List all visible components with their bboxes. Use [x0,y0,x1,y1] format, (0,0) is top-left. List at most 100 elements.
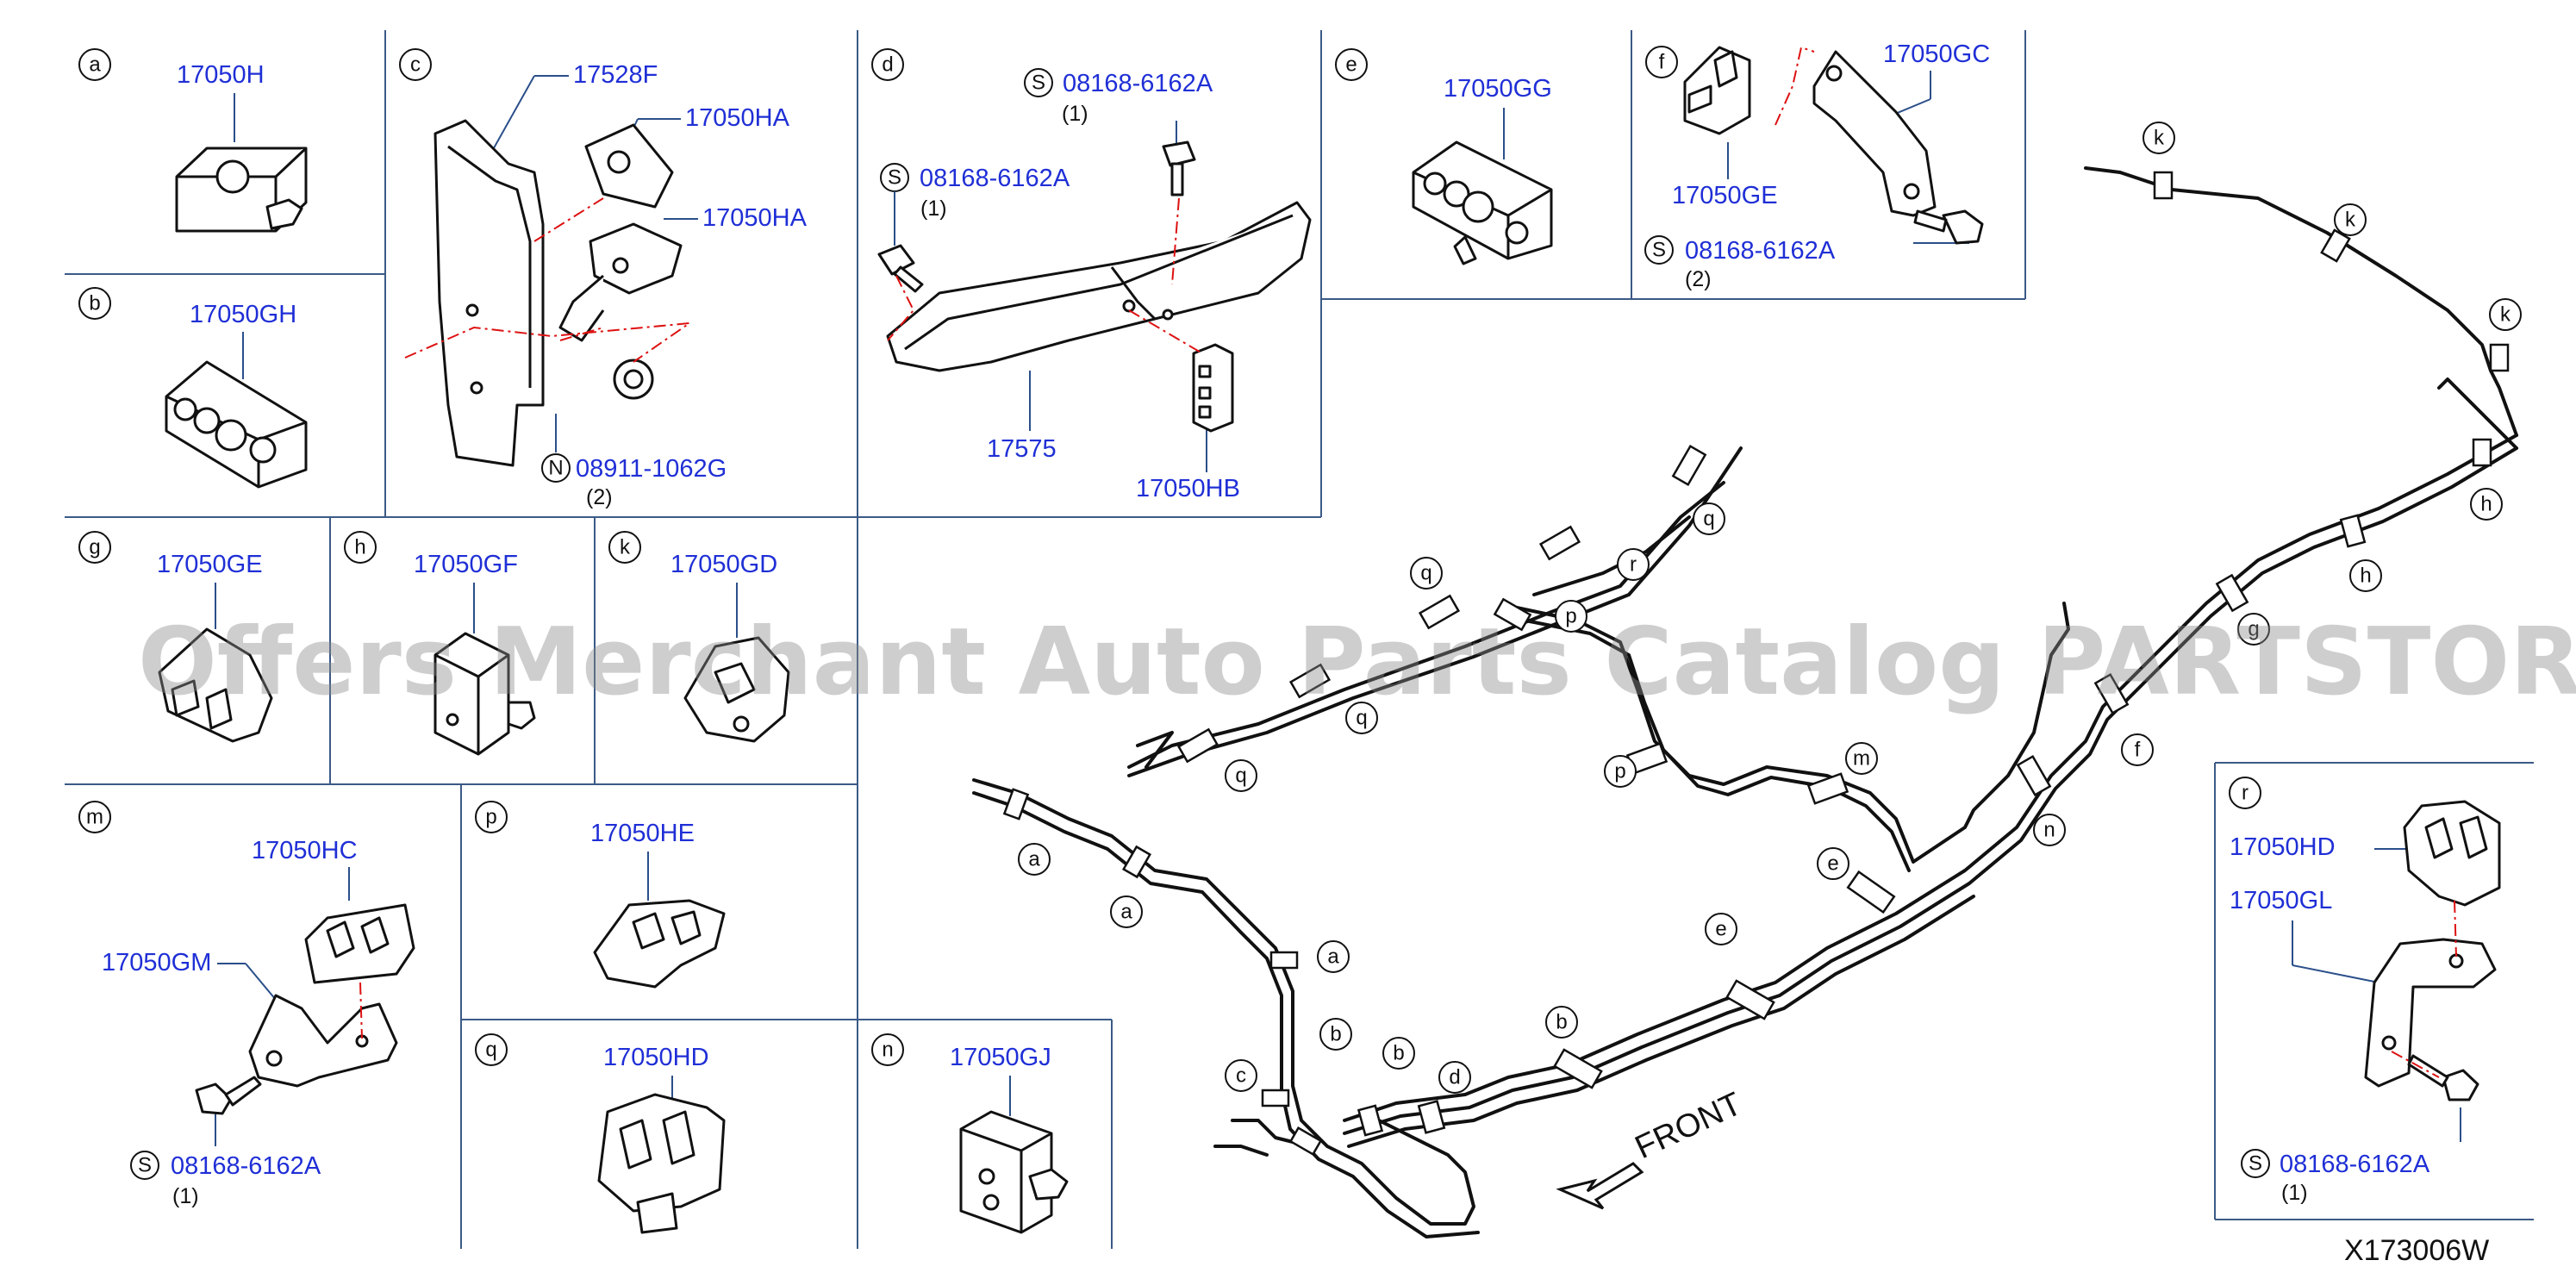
clip-17050ge-f-icon [1683,46,1751,135]
panel-m: m 17050HC 17050GM S 08168-6162A (1) [78,801,415,1208]
svg-text:(2): (2) [1685,267,1712,291]
panel-letter-circle [78,48,111,81]
svg-text:q: q [1420,562,1431,585]
panel-letter: a [89,53,101,77]
part-number: 08911-1062G [576,455,727,483]
nut-08911-icon [613,359,654,400]
svg-text:S: S [1032,72,1045,95]
watermark: Offers Merchant Auto Parts Catalog PARTS… [138,608,2576,716]
part-number: 08168-6162A [920,165,1070,192]
svg-text:q: q [485,1039,496,1062]
svg-text:k: k [2500,303,2511,327]
svg-text:(1): (1) [920,197,947,221]
panel-k: k 17050GD [608,531,790,743]
part-number: 17050GF [414,551,518,578]
panel-grid [65,30,2534,1249]
svg-text:S: S [1652,239,1666,262]
part-number: 17050GG [1444,75,1552,103]
panel-n: n 17050GJ [871,1033,1069,1234]
part-number: 17050GM [102,949,211,976]
svg-text:c: c [410,53,421,77]
clip-17050ge-icon [158,627,273,743]
panel-f: f 17050GC 17050GE S 08168-6162A (2) [1644,41,1990,291]
svg-text:b: b [1330,1023,1341,1046]
clip-17050gh-icon [165,360,308,489]
bracket-17050gl-icon [2364,938,2497,1088]
svg-text:a: a [1028,848,1040,871]
part-number: 17528F [573,61,658,89]
panel-p: p 17050HE [475,801,726,989]
diagram-code: X173006W [2344,1234,2489,1267]
part-number: 17050GE [1672,182,1778,209]
clip-17050ha-upper-icon [584,123,674,209]
clip-17050h-icon [175,147,308,233]
svg-text:N: N [548,457,563,480]
svg-text:q: q [1235,764,1246,788]
part-number: 17050GJ [950,1044,1051,1071]
part-number: 17050HE [590,820,695,847]
overview-callouts: k k k h h g f n e e b b b d c a a a m p … [1018,122,2522,1094]
svg-text:b: b [1393,1042,1404,1065]
part-number: 17050HD [2230,833,2336,861]
overview-clips [1002,171,2510,1157]
svg-text:k: k [2154,127,2165,150]
bolt-d-upper-icon [1162,140,1196,197]
panel-e: e 17050GG [1335,48,1553,265]
svg-text:S: S [2249,1152,2262,1176]
part-number: 17050HC [252,837,358,864]
svg-text:m: m [1853,747,1870,771]
svg-text:b: b [1556,1011,1567,1034]
front-label: FRONT [1630,1086,1747,1166]
bolt-f-icon [1913,209,1984,245]
svg-text:a: a [1327,945,1339,969]
clip-17050gg-icon [1412,140,1553,265]
svg-text:r: r [1630,553,1637,577]
part-number: 17050HA [685,104,790,132]
front-arrow: FRONT [1556,1086,1747,1210]
svg-text:q: q [1356,707,1367,730]
svg-text:f: f [1659,51,1665,74]
svg-text:e: e [1715,918,1726,941]
panel-b: b 17050GH [78,287,308,489]
panel-q: q 17050HD [475,1033,726,1234]
svg-text:e: e [1827,852,1838,876]
svg-text:r: r [2242,782,2249,805]
part-number: 17050H [177,61,265,89]
part-number: 08168-6162A [1063,70,1213,97]
clip-17050gf-icon [433,632,536,756]
clip-17050he-icon [593,899,726,989]
clip-17050hd-r-icon [2403,800,2501,907]
svg-text:p: p [1565,605,1576,628]
bracket-17050gm-icon [248,994,398,1088]
clip-17050hd-q-icon [597,1093,726,1234]
svg-text:n: n [882,1039,893,1062]
svg-text:d: d [1449,1066,1460,1089]
svg-text:k: k [2345,209,2356,232]
svg-text:f: f [2135,739,2141,762]
bolt-r-icon [2407,1054,2479,1101]
part-number: 17050GD [671,551,777,578]
svg-text:n: n [2043,819,2055,842]
panel-r: r 17050HD 17050GL S 08168-6162A (1) [2229,777,2501,1205]
svg-text:p: p [1614,760,1625,783]
part-number: 17050GL [2230,887,2332,914]
svg-text:g: g [2248,618,2259,641]
panel-d: d S 08168-6162A (1) S 08168-6162A (1) 17… [871,48,1312,502]
panel-h: h 17050GF [344,531,536,756]
part-number: 17050GE [157,551,263,578]
svg-text:h: h [2360,565,2371,588]
panel-c: c 17528F 17050HA 17050HA N 08911-1062G (… [399,48,808,509]
clip-17050ha-lower-icon [558,222,683,342]
svg-text:k: k [620,536,631,559]
svg-text:c: c [1236,1064,1246,1088]
clip-17050hc-icon [304,903,415,984]
svg-text:h: h [354,536,365,559]
svg-text:S: S [138,1154,152,1177]
part-number: 17050HA [702,204,808,232]
part-number: 17050GC [1883,41,1990,68]
bolt-m-icon [195,1076,262,1115]
svg-text:a: a [1120,901,1132,924]
bracket-17528f-icon [433,119,545,467]
svg-text:d: d [882,53,893,77]
